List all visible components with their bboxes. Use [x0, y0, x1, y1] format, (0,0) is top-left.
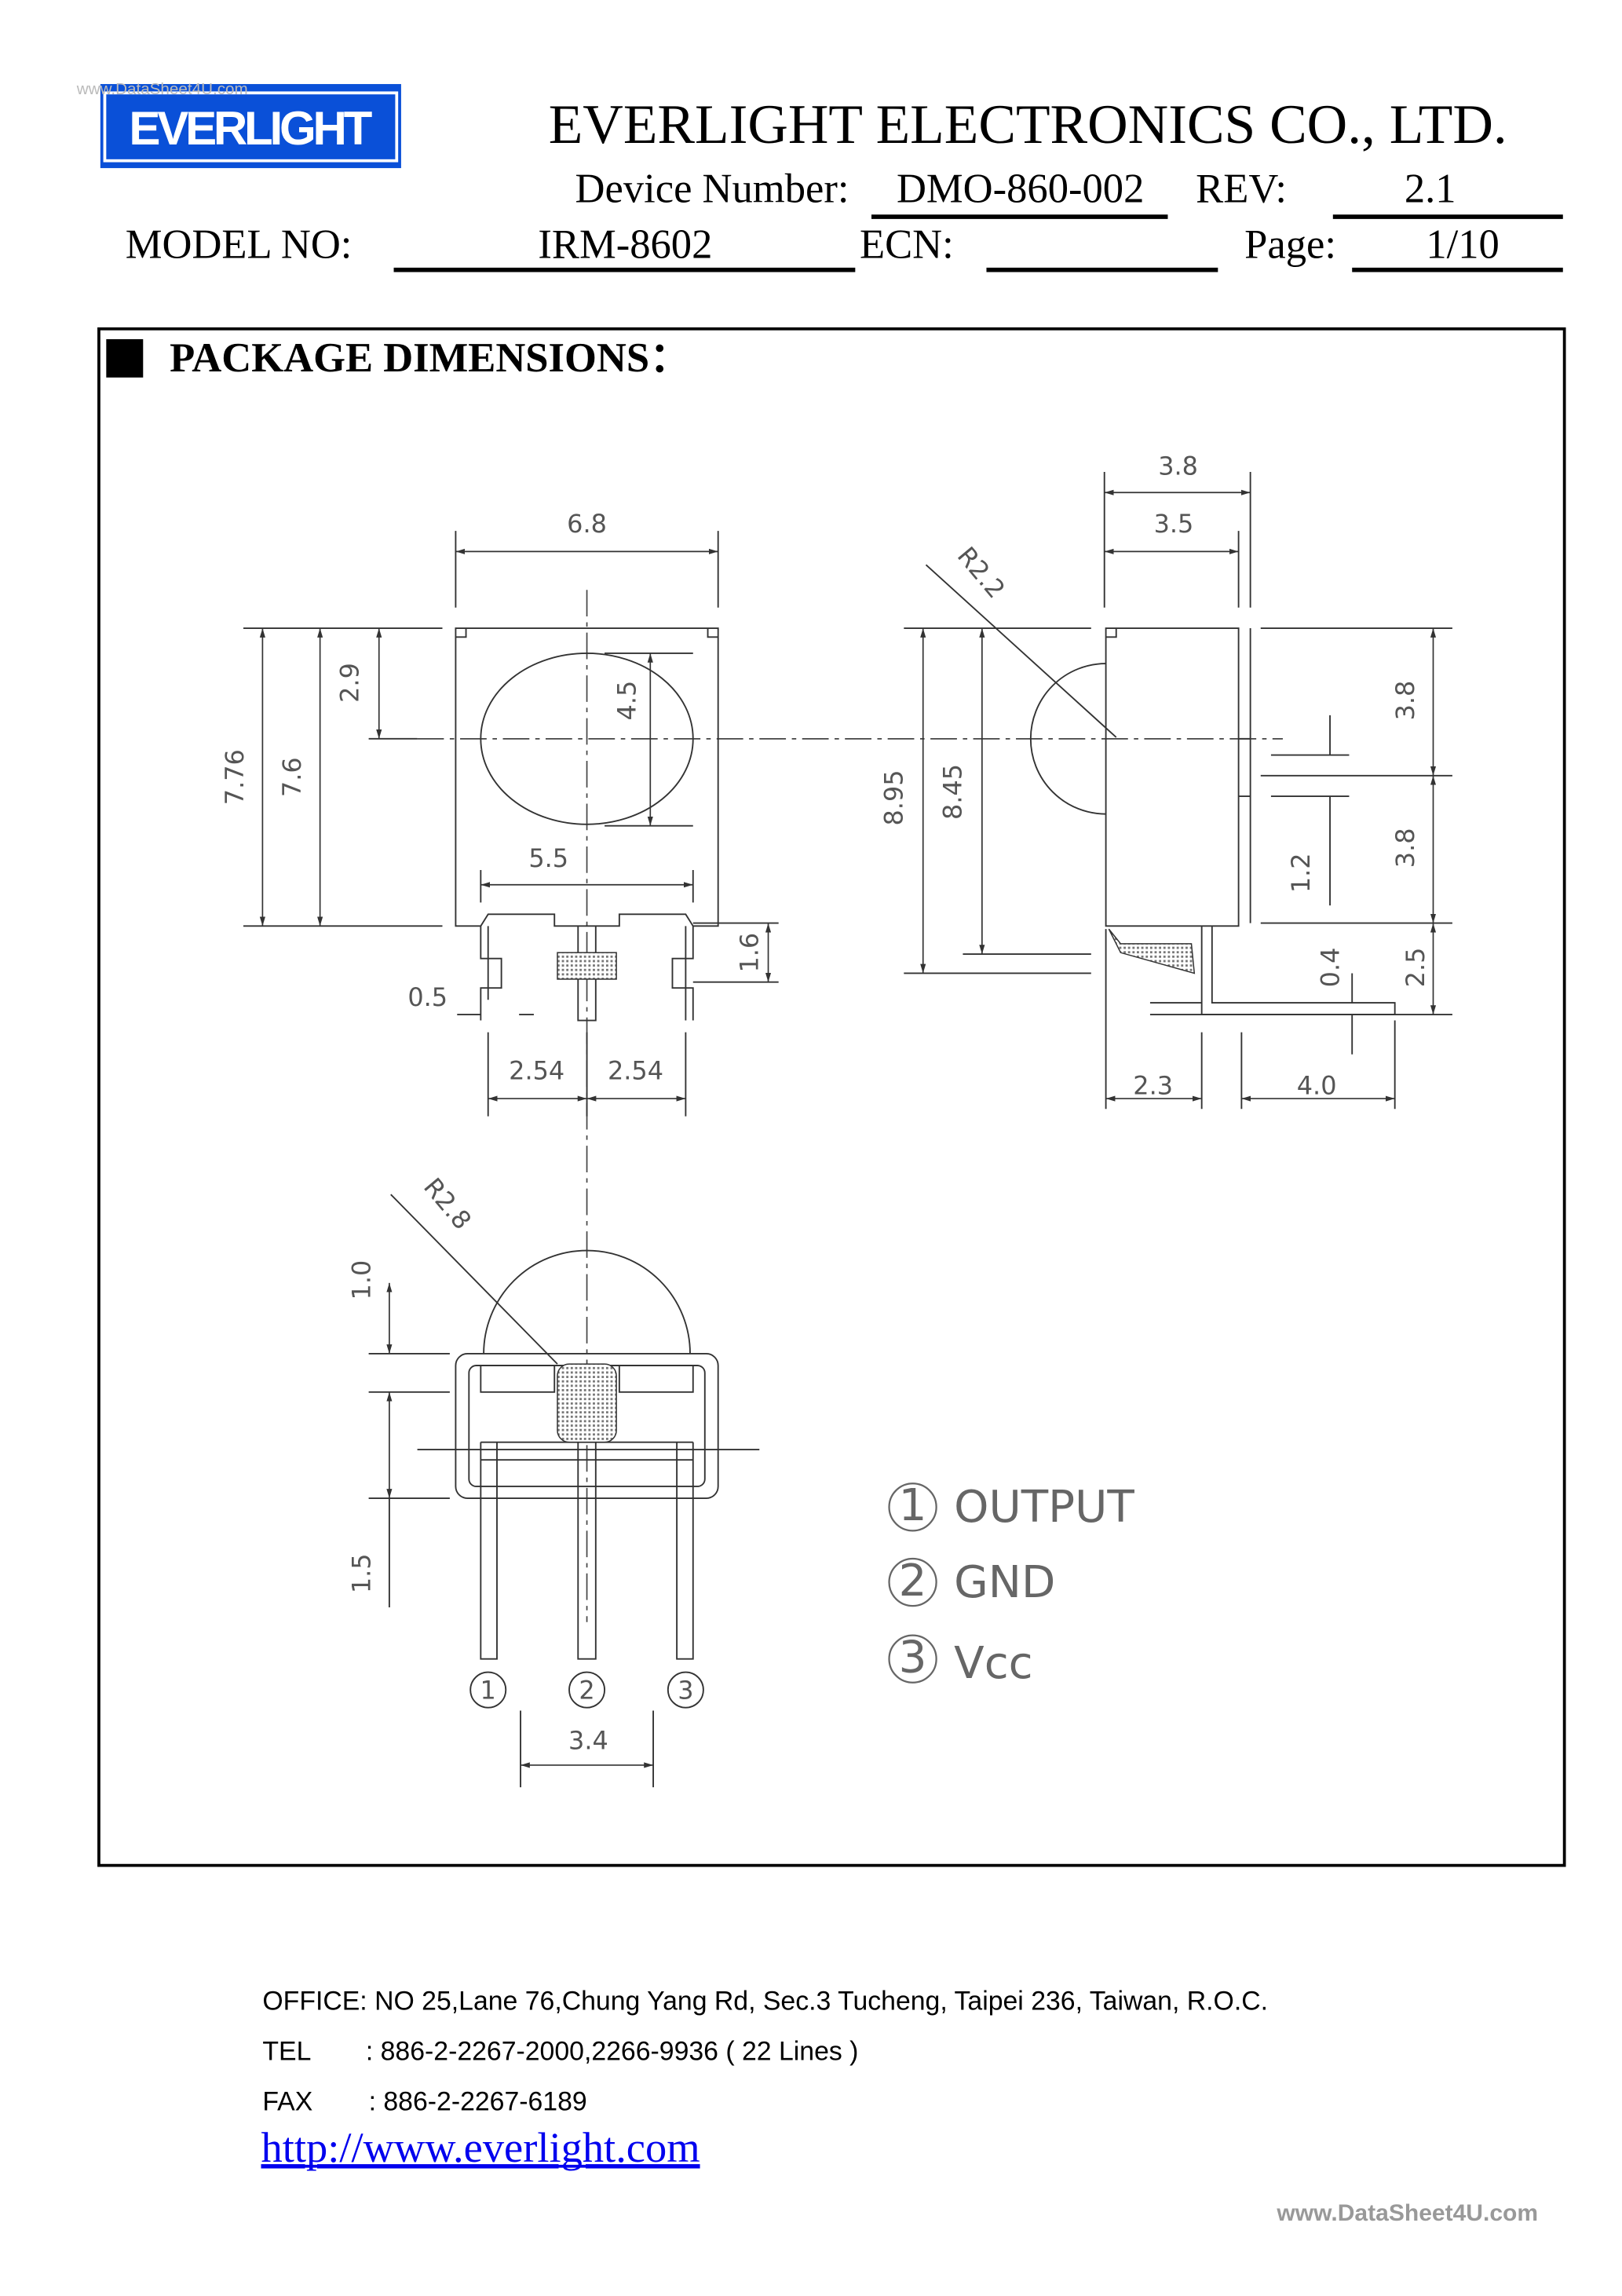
website-link[interactable]: http://www.everlight.com: [261, 2123, 700, 2171]
svg-text:3: 3: [899, 1632, 927, 1684]
dim-8-45: 8.45: [938, 764, 968, 820]
dim-7-76: 7.76: [220, 749, 250, 805]
logo-watermark: www.DataSheet4U.com: [76, 80, 248, 98]
dim-3-8-b: 3.8: [1390, 828, 1420, 868]
dim-8-95: 8.95: [879, 770, 908, 825]
svg-text:1: 1: [899, 1480, 927, 1531]
dim-4-5: 4.5: [612, 681, 642, 721]
pin-number-2: 2: [568, 1671, 606, 1709]
dim-0-4: 0.4: [1315, 948, 1345, 988]
fax-label: FAX: [262, 2086, 312, 2116]
svg-text:3: 3: [678, 1675, 693, 1705]
dim-1-2: 1.2: [1286, 853, 1316, 893]
svg-text:2: 2: [899, 1556, 927, 1607]
dim-1-0: 1.0: [346, 1260, 376, 1300]
pin-number-3: 3: [667, 1671, 704, 1709]
fax-value: : 886-2-2267-6189: [369, 2086, 587, 2116]
pin-number-1: 1: [469, 1671, 507, 1709]
dim-6-8: 6.8: [567, 509, 607, 539]
dim-2-3: 2.3: [1133, 1070, 1173, 1100]
dim-2-54-b: 2.54: [608, 1056, 663, 1086]
rev-value: 2.1: [1405, 166, 1456, 211]
page-value: 1/10: [1426, 222, 1499, 268]
office-address: OFFICE: NO 25,Lane 76,Chung Yang Rd, Sec…: [262, 1987, 1268, 2016]
dim-2-9: 2.9: [334, 663, 364, 703]
device-number-value: DMO-860-002: [897, 166, 1144, 211]
tel-value: : 886-2-2267-2000,2266-9936 ( 22 Lines ): [366, 2037, 859, 2067]
dim-1-5: 1.5: [346, 1553, 376, 1593]
tel-label: TEL: [262, 2037, 311, 2067]
dim-0-5: 0.5: [407, 982, 448, 1012]
logo: EVERLIGHT: [100, 84, 401, 169]
side-view: 3.8 3.5 R2.2 8.95 8.45 3.8 3.8 2.5 1.2 0…: [879, 452, 1452, 1110]
bottom-view: R2.8 1.0 1.5 3.4 1 2 3: [346, 1172, 760, 1788]
dim-3-5: 3.5: [1154, 509, 1194, 539]
svg-text:2: 2: [579, 1675, 594, 1705]
pin-legend-item-vcc: 3 Vcc: [888, 1632, 1033, 1689]
front-view: 6.8 7.76 7.6 2.9 4.5 5.5 1.6 0.5 2.54 2.…: [220, 509, 779, 1117]
svg-text:GND: GND: [954, 1557, 1055, 1608]
model-value: IRM-8602: [538, 222, 712, 268]
dim-3-8-top: 3.8: [1158, 452, 1198, 481]
dim-2-5: 2.5: [1401, 948, 1430, 988]
section-bullet: [106, 338, 144, 378]
svg-text:OUTPUT: OUTPUT: [954, 1482, 1134, 1533]
model-label: MODEL NO:: [126, 222, 353, 268]
pin-legend-item-gnd: 2 GND: [888, 1556, 1055, 1608]
footer-watermark: www.DataSheet4U.com: [1276, 2200, 1538, 2226]
device-number-label: Device Number:: [575, 166, 849, 211]
rev-label: REV:: [1196, 166, 1287, 211]
svg-text:1: 1: [480, 1675, 496, 1705]
svg-text:Vcc: Vcc: [954, 1638, 1032, 1689]
dim-3-4: 3.4: [568, 1725, 608, 1755]
pin-legend-item-output: 1 OUTPUT: [888, 1480, 1134, 1533]
dim-7-6: 7.6: [277, 757, 307, 797]
logo-text: EVERLIGHT: [129, 102, 372, 155]
section-title: PACKAGE DIMENSIONS：: [170, 335, 691, 381]
ecn-label: ECN:: [860, 222, 954, 268]
drawing-frame: [97, 327, 1566, 1867]
dim-3-8-a: 3.8: [1390, 681, 1420, 721]
company-name: EVERLIGHT ELECTRONICS CO., LTD.: [549, 93, 1507, 155]
dim-r2-8: R2.8: [418, 1172, 477, 1235]
dim-2-54-a: 2.54: [509, 1056, 564, 1086]
dim-4-0: 4.0: [1297, 1070, 1337, 1100]
page-label: Page:: [1244, 222, 1336, 268]
dim-1-6: 1.6: [734, 933, 764, 973]
dim-r2-2: R2.2: [952, 541, 1011, 604]
dim-5-5: 5.5: [528, 843, 568, 873]
pin-legend: 1 OUTPUT 2 GND 3 Vcc: [888, 1480, 1134, 1689]
